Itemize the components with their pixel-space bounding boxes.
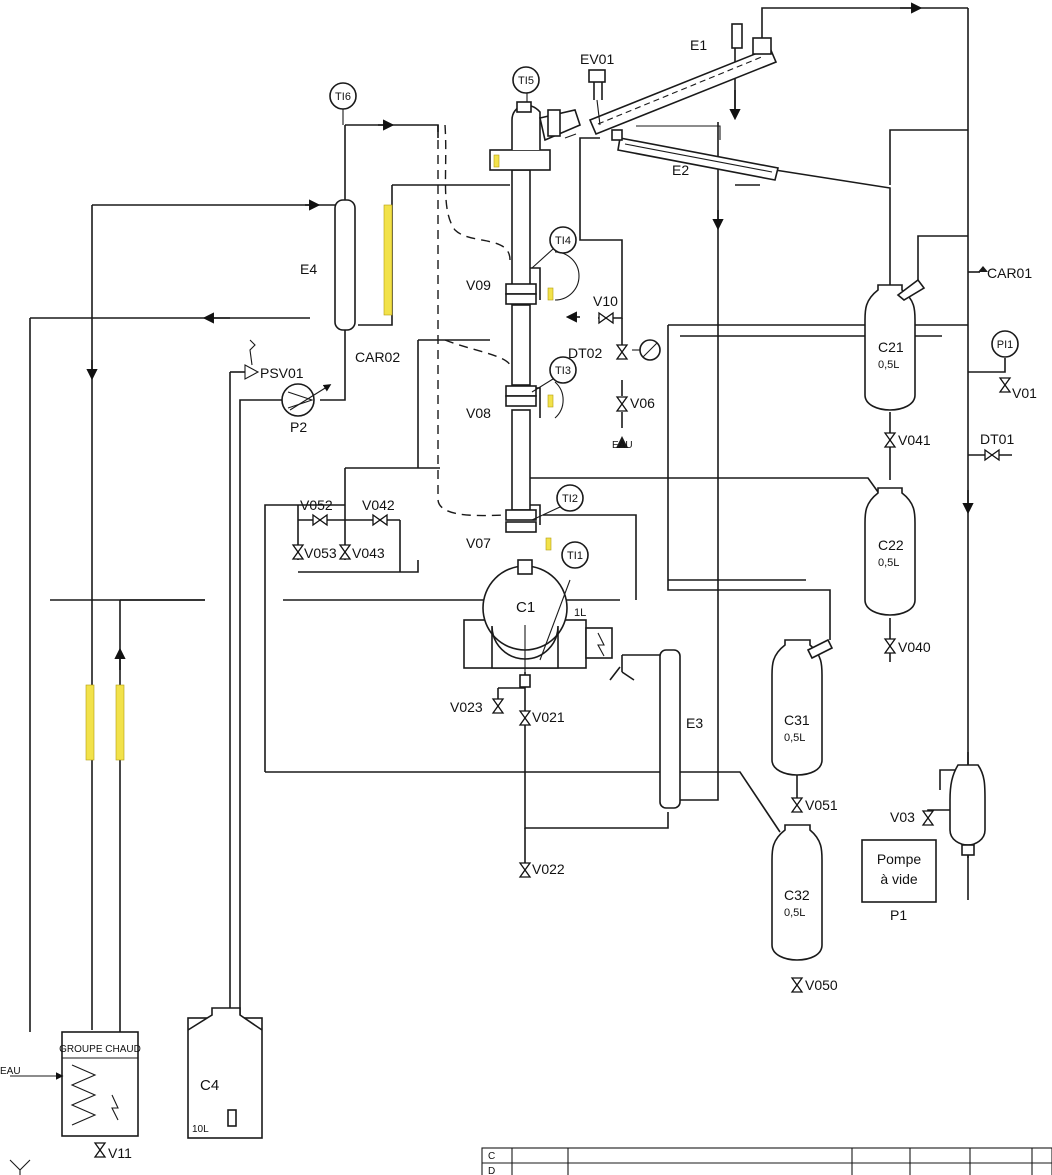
- pipe-c21-top: [889, 129, 968, 185]
- c21-label: C21: [878, 339, 904, 355]
- v041-label: V041: [898, 432, 931, 448]
- c31-label: C31: [784, 712, 810, 728]
- e3-label: E3: [686, 715, 703, 731]
- c1-label: C1: [516, 599, 535, 616]
- v03-label: V03: [890, 809, 915, 825]
- dt01-label: DT01: [980, 431, 1014, 447]
- c22-volume: 0,5L: [878, 557, 899, 569]
- e1-label: E1: [690, 37, 707, 53]
- ti3-label: TI3: [555, 365, 571, 377]
- c4-volume: 10L: [192, 1124, 209, 1135]
- condenser-e1: [588, 23, 778, 136]
- eau-top-label: EAU: [612, 440, 633, 451]
- v11-label: V11: [108, 1145, 132, 1161]
- title-block: [481, 1147, 1052, 1175]
- exchanger-e3: [659, 649, 681, 809]
- title-row-d: D: [488, 1166, 495, 1175]
- ti4-label: TI4: [555, 235, 571, 247]
- p1-label: P1: [890, 907, 907, 923]
- c4-label: C4: [200, 1077, 219, 1094]
- v051-label: V051: [805, 797, 838, 813]
- pump-line2: à vide: [880, 871, 918, 887]
- v06-label: V06: [630, 395, 655, 411]
- v050-label: V050: [805, 977, 838, 993]
- title-row-c: C: [488, 1151, 495, 1162]
- v053-label: V053: [304, 545, 337, 561]
- ev01-label: EV01: [580, 51, 614, 67]
- pipe-top: [761, 7, 968, 42]
- e2-label: E2: [672, 162, 689, 178]
- v052-label: V052: [300, 497, 333, 513]
- instrument-bubbles: [329, 66, 1019, 569]
- labels: TI6 TI5 TI4 TI3 TI2 TI1 PI1 EV01 E1 E2 E…: [0, 37, 1037, 1175]
- ti3-bubble: [549, 356, 577, 384]
- distillation-column: [489, 88, 581, 551]
- c31-volume: 0,5L: [784, 732, 805, 744]
- reactor-c1: [463, 559, 613, 688]
- ti1-label: TI1: [567, 550, 583, 562]
- v043-label: V043: [352, 545, 385, 561]
- ti5-label: TI5: [518, 75, 534, 87]
- eau-left-label: EAU: [0, 1066, 21, 1077]
- exchanger-e4: [334, 199, 393, 331]
- ti5-bubble: [512, 66, 540, 94]
- car02-label: CAR02: [355, 349, 400, 365]
- pump-line1: Pompe: [877, 851, 922, 867]
- v07-label: V07: [466, 535, 491, 551]
- receivers: [61, 278, 986, 1139]
- c1-volume: 1L: [574, 607, 586, 619]
- v01-label: V01: [1012, 385, 1037, 401]
- c32-label: C32: [784, 887, 810, 903]
- ti1-bubble: [561, 541, 589, 569]
- psv01-label: PSV01: [260, 365, 304, 381]
- dt02-label: DT02: [568, 345, 602, 361]
- v023-label: V023: [450, 699, 483, 715]
- v022-label: V022: [532, 861, 565, 877]
- v040-label: V040: [898, 639, 931, 655]
- c32-volume: 0,5L: [784, 907, 805, 919]
- v042-label: V042: [362, 497, 395, 513]
- condenser-e2: [611, 125, 779, 181]
- p2-label: P2: [290, 419, 307, 435]
- groupe-chaud-label: GROUPE CHAUD: [59, 1044, 141, 1055]
- pump-p2: [244, 339, 332, 417]
- c21-volume: 0,5L: [878, 359, 899, 371]
- v08-label: V08: [466, 405, 491, 421]
- ti2-bubble: [556, 484, 584, 512]
- c22-label: C22: [878, 537, 904, 553]
- v10-label: V10: [593, 293, 618, 309]
- pi1-label: PI1: [997, 339, 1014, 351]
- pi1-bubble: [991, 330, 1019, 358]
- dashed-lines: [437, 124, 511, 517]
- valve-symbols: [94, 266, 1011, 1158]
- ti6-label: TI6: [335, 91, 351, 103]
- e4-label: E4: [300, 261, 317, 277]
- v09-label: V09: [466, 277, 491, 293]
- v021-label: V021: [532, 709, 565, 725]
- ti2-label: TI2: [562, 493, 578, 505]
- car01-label: CAR01: [987, 265, 1032, 281]
